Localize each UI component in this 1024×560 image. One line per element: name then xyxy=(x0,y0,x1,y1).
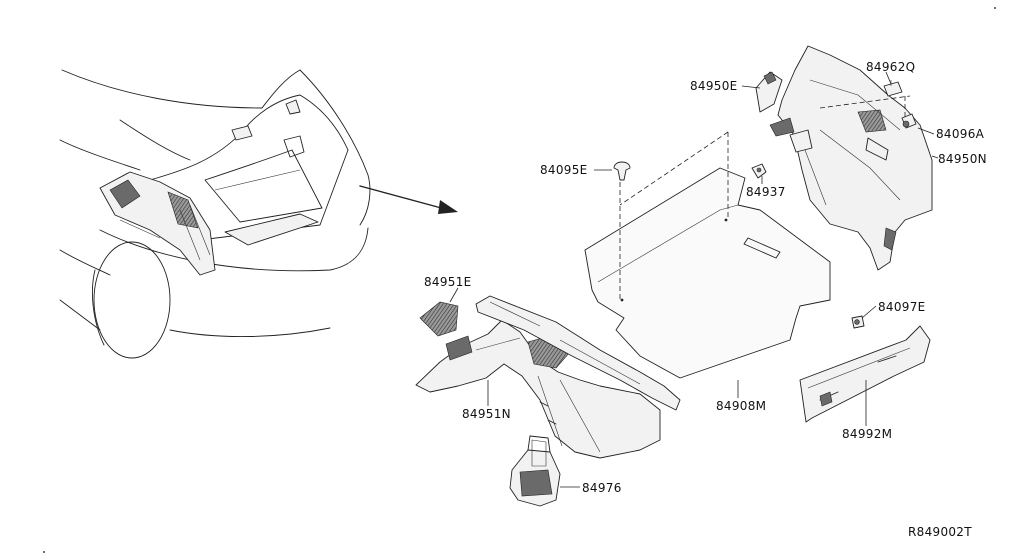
callout-84095E: 84095E xyxy=(540,163,588,177)
part-84095E-clip xyxy=(613,161,631,181)
callout-84096A: 84096A xyxy=(936,127,985,141)
part-84950E-cover xyxy=(755,71,783,113)
callout-84951N: 84951N xyxy=(462,407,511,421)
callout-84950E: 84950E xyxy=(690,79,738,93)
vehicle-rear-view xyxy=(59,69,371,359)
corner-mark xyxy=(43,551,45,553)
part-84908M-trunk-floor xyxy=(584,167,831,379)
callout-84976: 84976 xyxy=(582,481,622,495)
callout-84962Q: 84962Q xyxy=(866,60,915,74)
part-84951E-cover xyxy=(419,301,459,337)
direction-arrow xyxy=(359,185,458,214)
part-84962Q-bracket xyxy=(883,80,903,97)
part-84937-clip xyxy=(751,163,767,179)
dash-guide xyxy=(619,131,729,206)
callout-84908M: 84908M xyxy=(716,399,766,413)
callout-84950N: 84950N xyxy=(938,152,987,166)
leader-lines xyxy=(449,71,939,488)
diagram-reference-code: R849002T xyxy=(908,525,972,539)
callout-84951E: 84951E xyxy=(424,275,472,289)
callout-84937: 84937 xyxy=(746,185,786,199)
part-84950N-side-trim xyxy=(769,45,933,271)
dash-guide xyxy=(819,95,911,109)
part-84992M-rear-finisher xyxy=(799,325,931,423)
callout-84992M: 84992M xyxy=(842,427,892,441)
part-84097E-clip xyxy=(851,315,865,329)
part-84951N-upper-rail xyxy=(475,295,681,411)
callout-84097E: 84097E xyxy=(878,300,926,314)
corner-mark xyxy=(994,7,996,9)
part-84976-tool-box xyxy=(509,435,561,507)
part-84096A-bolt xyxy=(901,113,917,129)
